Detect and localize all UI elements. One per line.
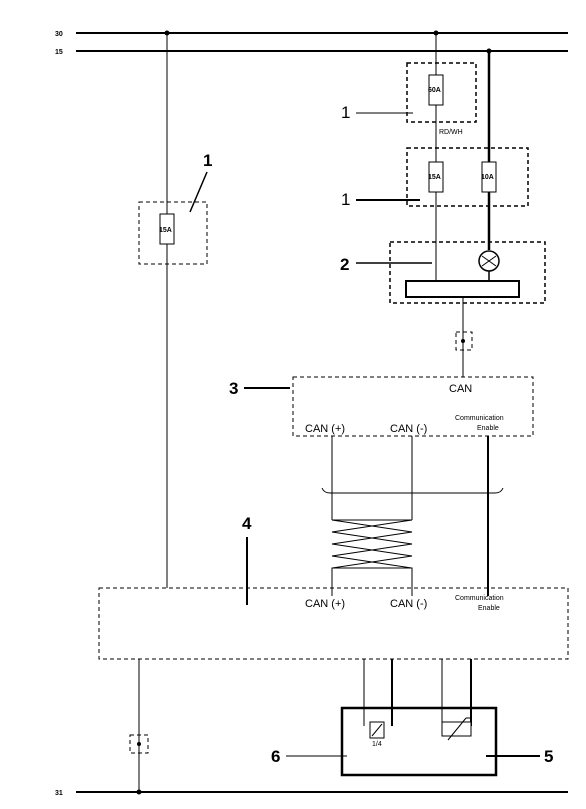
wire-color-label: RD/WH xyxy=(439,129,463,136)
callout-2: 2 xyxy=(340,255,349,274)
fuse-box-15a-10a: 15A 10A 1 xyxy=(341,51,529,209)
sensor-block: 1/4 6 5 xyxy=(271,706,553,777)
module-4: CAN (+) CAN (-) Communication Enable 4 xyxy=(98,514,569,660)
component-2: 2 xyxy=(340,241,546,304)
module-3-comm-line2: Enable xyxy=(477,425,499,432)
can-bus-wires xyxy=(321,436,504,596)
module-4-comm-line1: Communication xyxy=(455,595,504,602)
rail-31-label: 31 xyxy=(55,790,63,797)
callout-6: 6 xyxy=(271,747,280,766)
module-3-can-plus: CAN (+) xyxy=(305,423,345,435)
module-3: CAN CAN (+) CAN (-) Communication Enable… xyxy=(229,376,534,437)
fuse-box-left: 15A 1 xyxy=(138,151,212,265)
module-3-can-minus: CAN (-) xyxy=(390,423,427,435)
sensor-6-symbol-label: 1/4 xyxy=(372,741,382,748)
rail-30-label: 30 xyxy=(55,31,63,38)
module-4-can-plus: CAN (+) xyxy=(305,598,345,610)
callout-5: 5 xyxy=(544,747,553,766)
component-2-bar xyxy=(405,280,520,298)
callout-4: 4 xyxy=(242,514,252,533)
fuse-15a-left-label: 15A xyxy=(159,227,172,234)
fuse-60a-label: 60A xyxy=(428,87,441,94)
rail-30: 30 xyxy=(55,31,568,38)
fuse-10a-label: 10A xyxy=(481,174,494,181)
module-4-comm-line2: Enable xyxy=(478,605,500,612)
callout-1-left: 1 xyxy=(203,151,212,170)
rail-15: 15 xyxy=(55,49,568,56)
module-3-comm-line1: Communication xyxy=(455,415,504,422)
ground-wire xyxy=(129,659,149,792)
rail-31: 31 xyxy=(55,790,568,797)
module-3-can-label: CAN xyxy=(449,383,472,395)
sensor-wires xyxy=(363,659,472,726)
callout-1-mid: 1 xyxy=(341,190,350,209)
connector-top xyxy=(455,297,473,377)
rail-15-label: 15 xyxy=(55,49,63,56)
fuse-box-60a: 60A 1 xyxy=(341,33,477,162)
callout-3: 3 xyxy=(229,379,238,398)
callout-1-top: 1 xyxy=(341,103,350,122)
fuse-15a-label: 15A xyxy=(428,174,441,181)
fuse-15a-left xyxy=(159,213,175,245)
module-4-can-minus: CAN (-) xyxy=(390,598,427,610)
